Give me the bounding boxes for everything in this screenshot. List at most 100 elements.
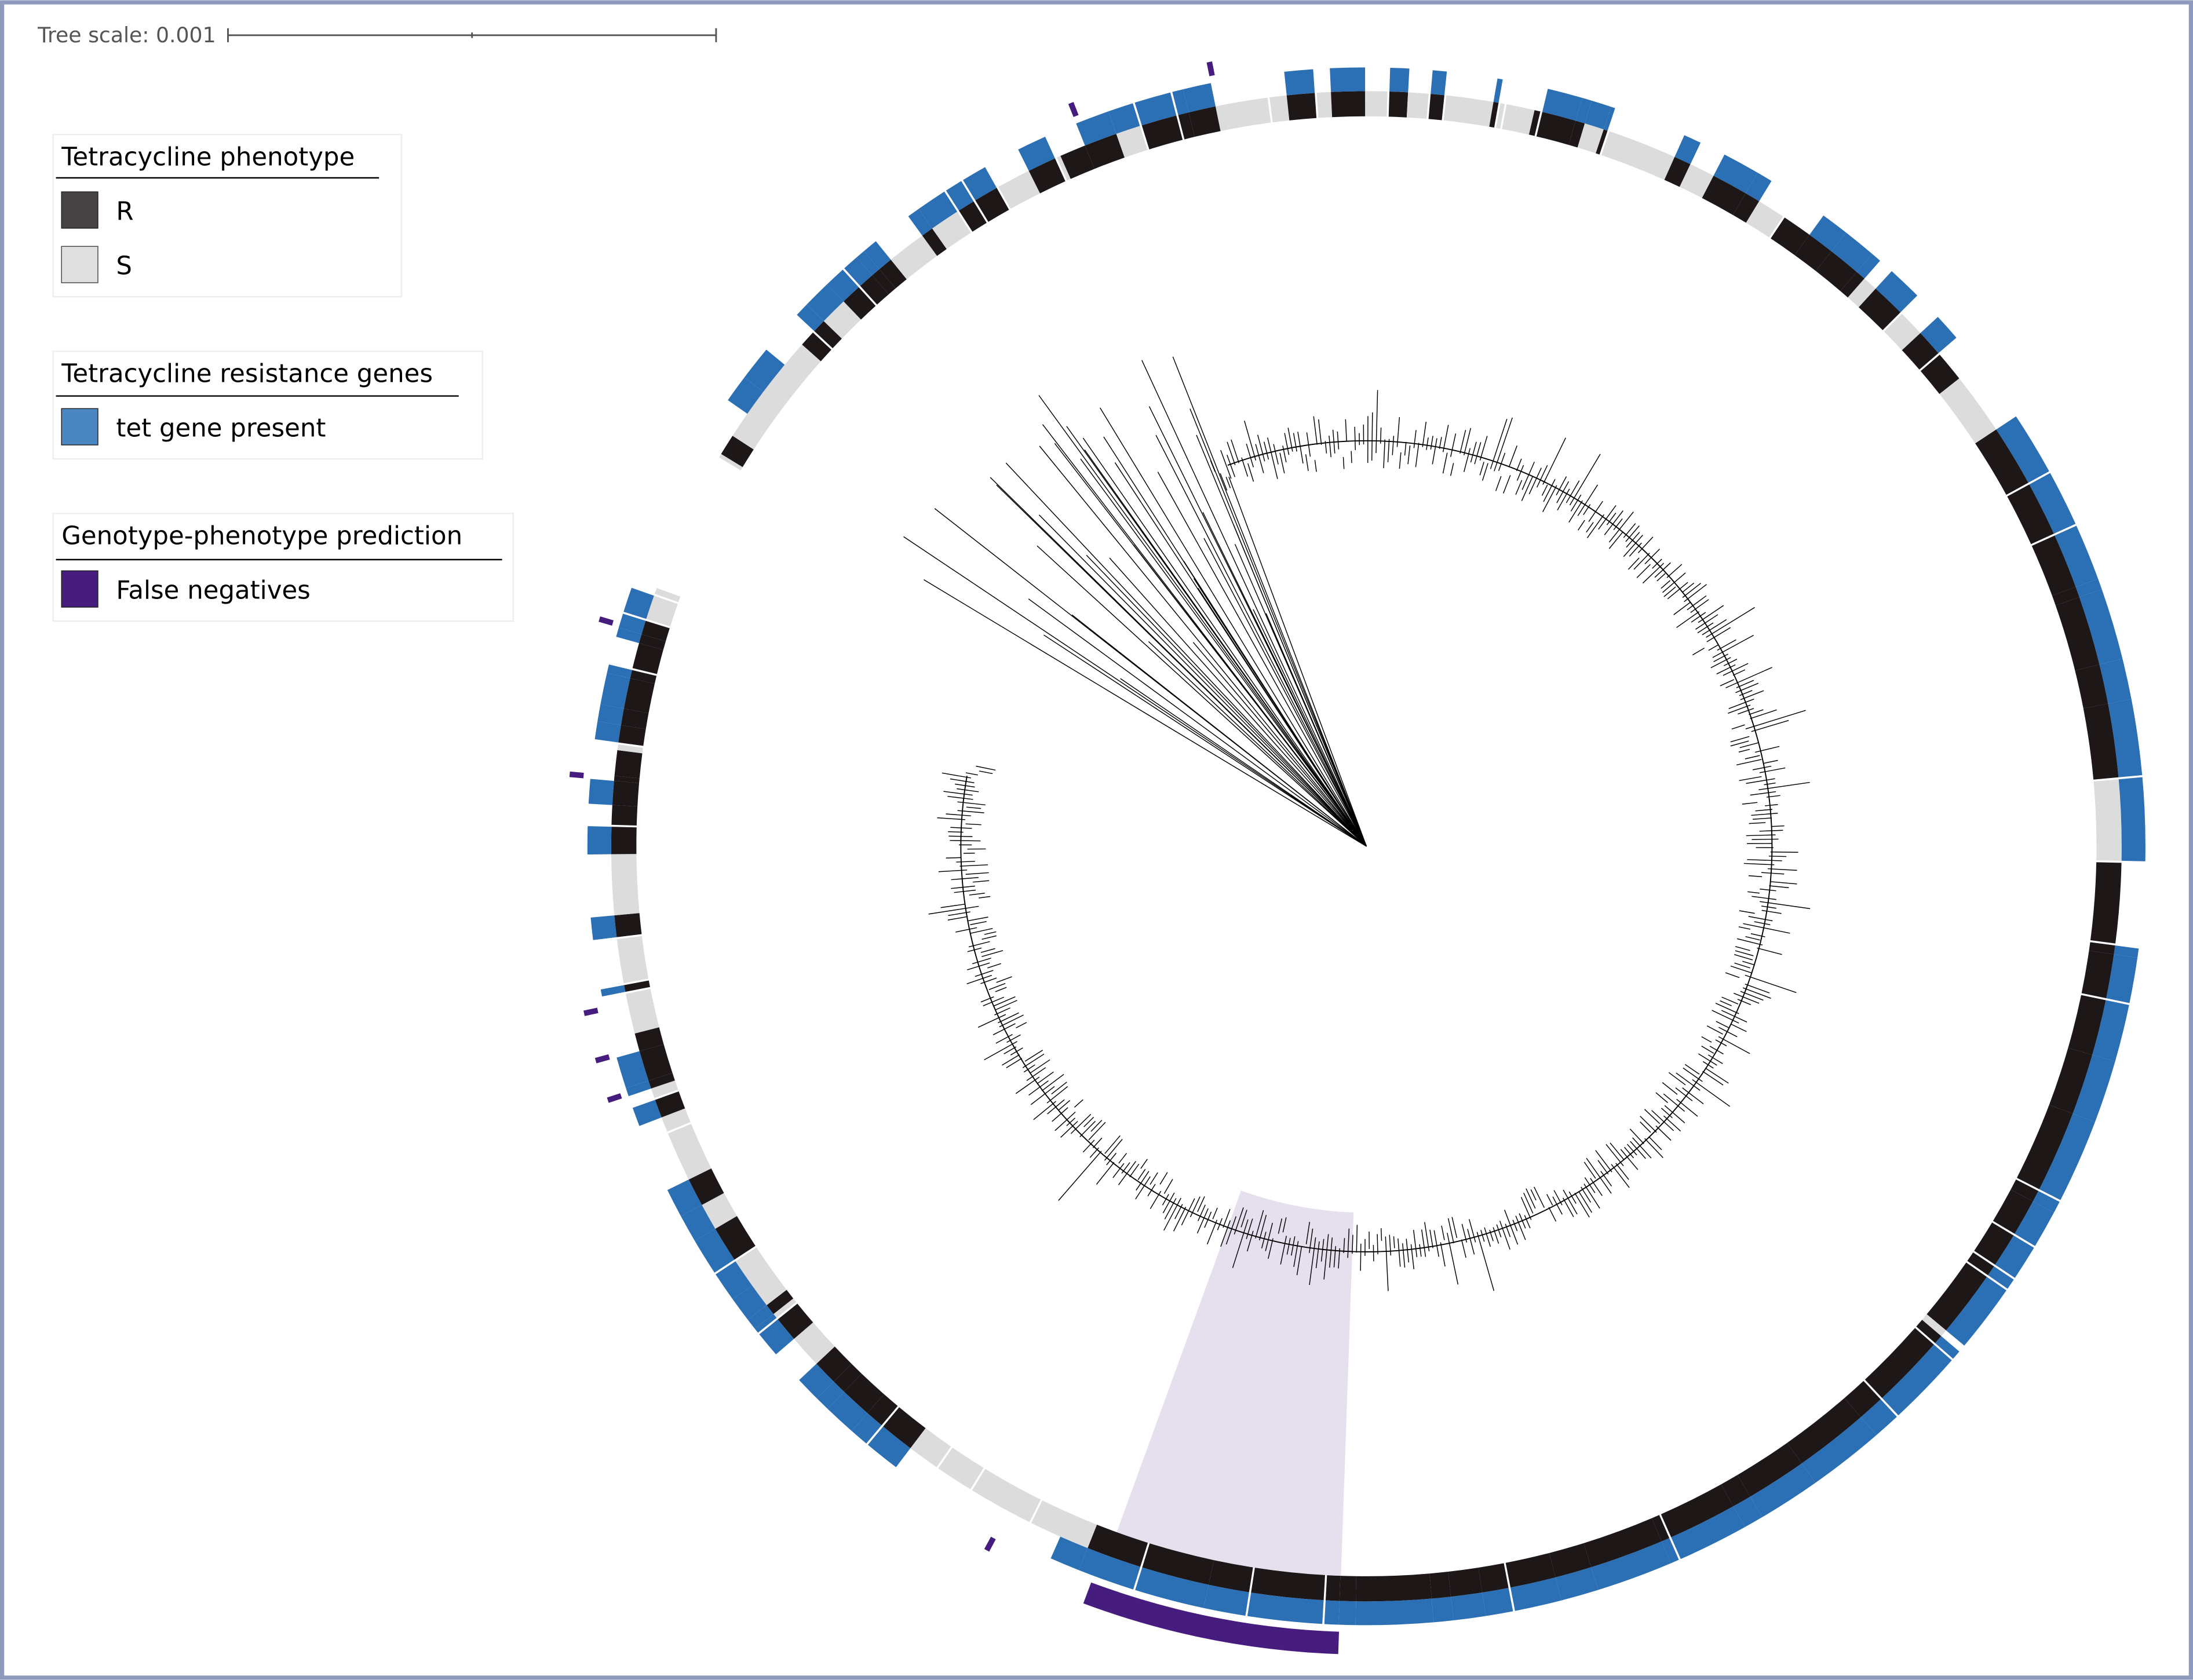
tree-branch [1578, 520, 1585, 531]
phenotype-r-segment [1178, 112, 1195, 140]
tree-branches [903, 356, 1811, 1291]
tree-branch [1422, 421, 1427, 447]
phenotype-r-segment [1028, 158, 1066, 193]
tree-branch [1662, 572, 1686, 593]
phenotype-r-segment [618, 725, 646, 746]
tree-branch [1636, 564, 1651, 578]
tet-gene-segment [1750, 1463, 1816, 1517]
tet-gene-segment [1247, 1593, 1324, 1624]
legend-swatch-s [61, 246, 98, 283]
tree-branch [1174, 1204, 1183, 1219]
tree-branch [1652, 558, 1662, 569]
tree-branch [1656, 573, 1666, 582]
phenotype-s-segment [654, 588, 681, 602]
tet-gene-segment [1882, 1345, 1952, 1416]
tree-branch [979, 896, 991, 899]
phenotype-r-segment [1388, 91, 1409, 118]
phenotype-r-segment [1771, 217, 1810, 255]
phenotype-r-segment [883, 1407, 926, 1448]
tree-branch [1749, 822, 1766, 824]
phenotype-s-segment [1939, 378, 1997, 444]
tree-branch [1421, 1229, 1426, 1257]
tree-branch [1542, 437, 1566, 485]
tree-branch [1752, 765, 1772, 770]
tree-branch [1730, 965, 1753, 974]
tet-gene-segment [864, 241, 891, 269]
phenotype-s-segment [651, 1080, 678, 1098]
tree-branch [1258, 1215, 1267, 1241]
phenotype-r-segment [2090, 862, 2122, 944]
tree-branch [928, 905, 979, 915]
tet-gene-segment [1431, 70, 1447, 96]
tree-branch [1089, 1147, 1099, 1158]
tree-branch [950, 778, 975, 783]
tree-branch [1415, 443, 1420, 468]
tet-gene-segment [695, 1229, 735, 1273]
tree-branch [1305, 454, 1309, 471]
tree-branch [966, 806, 981, 809]
phenotype-s-segment [794, 1322, 835, 1364]
tree-branch [975, 970, 994, 977]
tree-branch [1611, 1164, 1630, 1188]
legend-title: Tetracycline phenotype [61, 143, 355, 171]
tet-gene-segment [1875, 271, 1918, 313]
tree-branch [1479, 462, 1484, 476]
tree-branch [1162, 1192, 1175, 1214]
tree-branch [1746, 778, 1775, 784]
tree-branch [1625, 525, 1640, 542]
tree-branch [942, 772, 971, 779]
phenotype-r-segment [1141, 115, 1183, 149]
tree-branch-long [1192, 642, 1367, 847]
phenotype-r-segment [614, 776, 640, 783]
tree-branch [1630, 1141, 1646, 1159]
tree-branch [1220, 450, 1232, 479]
tet-gene-segment [754, 1314, 777, 1333]
tree-branch [1225, 1216, 1237, 1245]
tree-branch [1279, 452, 1285, 474]
tree-branch [1723, 663, 1749, 676]
tree-branch [1628, 557, 1640, 570]
tree-branch-long [1039, 445, 1367, 847]
phenotype-r-segment [2007, 484, 2054, 545]
tet-gene-segment [616, 1051, 649, 1089]
legend-resistance-genes: Tetracycline resistance genes tet gene p… [52, 350, 484, 460]
phenotype-s-segment [661, 1108, 691, 1132]
tree-branch [1749, 709, 1764, 715]
tree-branch [1162, 1194, 1169, 1206]
tree-branch [1413, 1230, 1418, 1258]
tree-branch [1389, 1235, 1392, 1256]
phenotype-s-segment [972, 1469, 1003, 1501]
tet-gene-segment [590, 915, 617, 940]
tree-branch [1516, 465, 1524, 481]
tree-branch [1028, 1080, 1049, 1096]
phenotype-s-segment [1848, 278, 1876, 308]
tree-branch [1447, 1232, 1459, 1285]
phenotype-r-segment [2052, 587, 2079, 606]
tet-gene-segment [1172, 89, 1189, 115]
phenotype-s-segment [763, 364, 804, 407]
tree-branch [1433, 1230, 1440, 1257]
tet-gene-segment [851, 1413, 882, 1444]
tree-branch [1626, 532, 1640, 548]
tree-branch [1051, 1082, 1067, 1095]
tree-branch [1584, 1177, 1596, 1193]
tree-branch [1524, 1215, 1531, 1229]
tree-branch [1470, 441, 1477, 463]
tree-branch [1413, 430, 1417, 448]
tree-branch [988, 983, 1006, 990]
tree-branch [1742, 987, 1771, 999]
phenotype-r-segment [1721, 1475, 1750, 1507]
tree-branch [1278, 1218, 1283, 1234]
tree-branch [968, 916, 988, 922]
tree-branch [1702, 1071, 1724, 1086]
tree-branch [1745, 755, 1760, 759]
tet-gene-segment [1831, 232, 1873, 272]
tet-gene-segment [1920, 317, 1957, 353]
tree-branch [1739, 742, 1760, 748]
tree-branch [1016, 1022, 1027, 1029]
tree-branch [1059, 1100, 1071, 1111]
tree-branch-long [1082, 437, 1367, 847]
tree-branch [1663, 1115, 1681, 1132]
phenotype-s-segment [910, 1428, 951, 1467]
